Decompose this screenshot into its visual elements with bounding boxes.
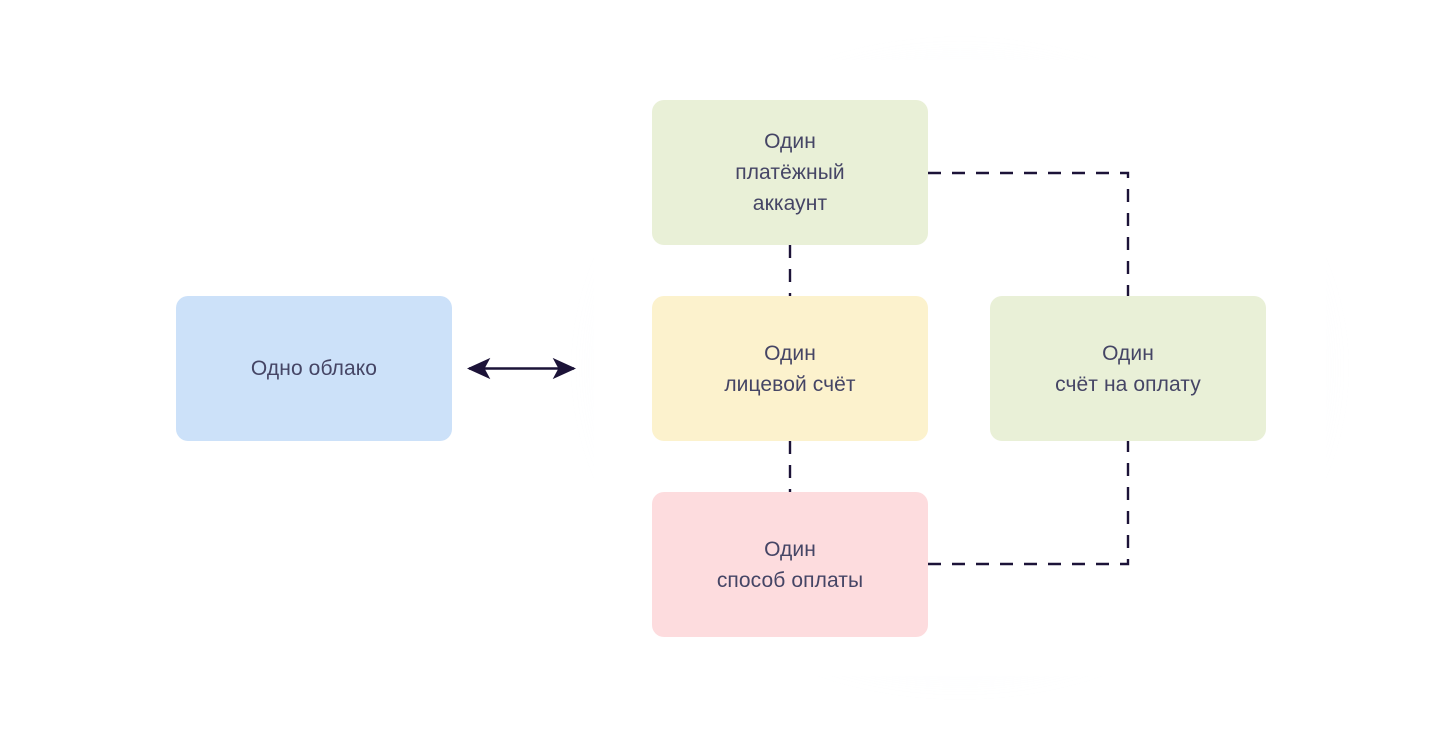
node-cloud[interactable]: Одно облако	[176, 296, 452, 441]
node-payment-method[interactable]: Один способ оплаты	[652, 492, 928, 637]
node-personal-account[interactable]: Один лицевой счёт	[652, 296, 928, 441]
node-payment-account[interactable]: Один платёжный аккаунт	[652, 100, 928, 245]
node-invoice[interactable]: Один счёт на оплату	[990, 296, 1266, 441]
